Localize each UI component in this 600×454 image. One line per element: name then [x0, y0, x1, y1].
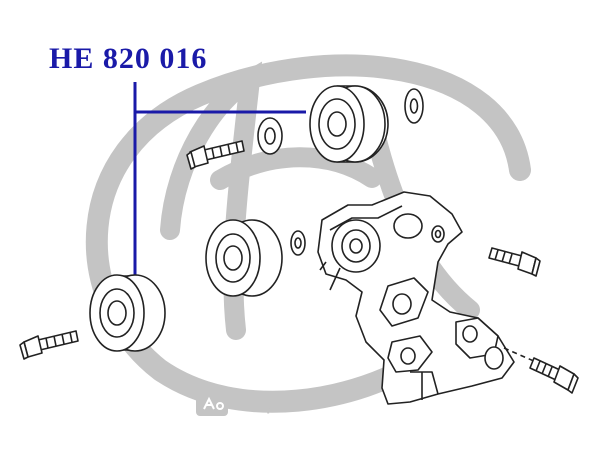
washer-middle [290, 230, 306, 256]
bolt-right-lower [529, 357, 579, 394]
bolt-top [186, 140, 245, 170]
leader-lines [133, 82, 306, 278]
part-number-label: HE 820 016 [49, 42, 208, 75]
idler-pulley-middle [205, 219, 283, 297]
washer-top-right [404, 88, 424, 124]
idler-pulley-lower [89, 274, 166, 352]
watermark-name: abcp [232, 391, 278, 414]
watermark-domain: .ru [277, 400, 291, 412]
idler-pulley-top [309, 85, 389, 163]
tensioner-bracket [317, 191, 515, 405]
washer-top-middle [257, 117, 283, 155]
alignment-dash [503, 347, 537, 363]
logo-stroke-middle [210, 147, 382, 190]
logo-ring [85, 54, 531, 413]
bolt-lower-left [19, 330, 79, 360]
watermark: abcp.ru [232, 392, 290, 413]
abcp-logo-icon [196, 392, 228, 416]
bolt-right-upper [488, 247, 541, 277]
